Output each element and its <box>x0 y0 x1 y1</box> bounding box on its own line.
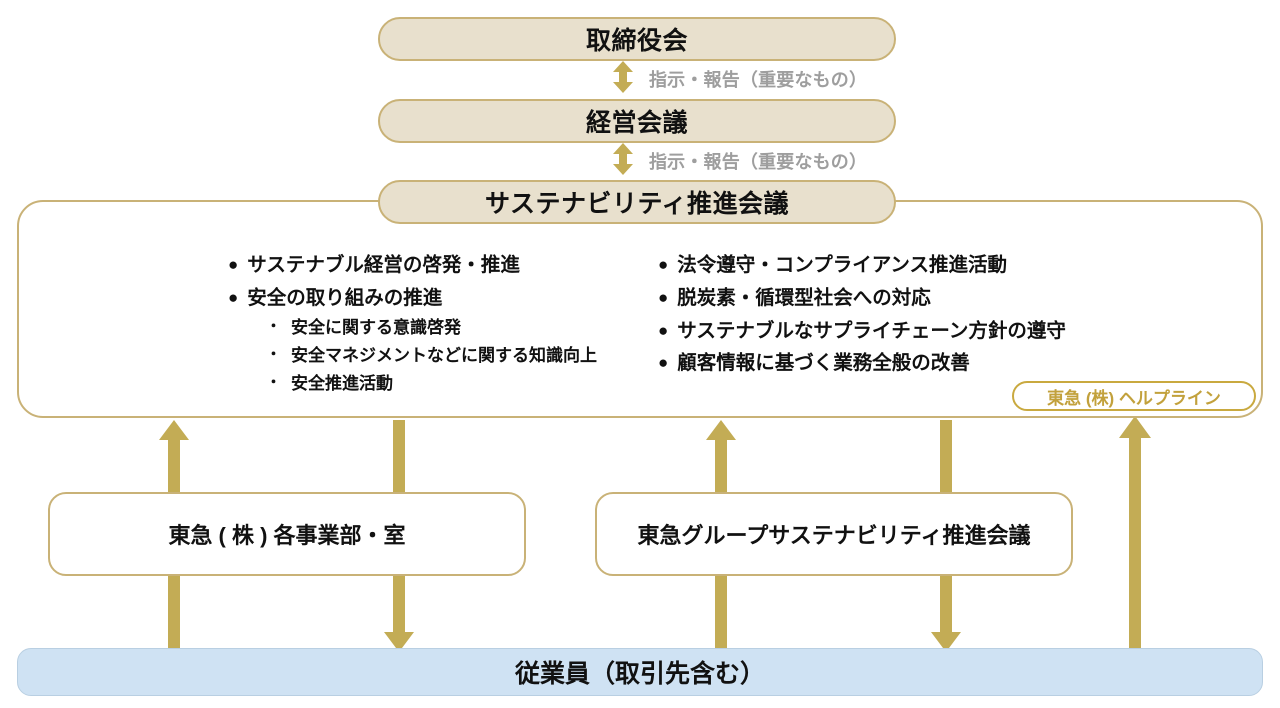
bullet-dot-icon: ● <box>658 287 669 307</box>
list-item-label: 安全の取り組みの推進 <box>247 286 443 309</box>
employees-label: 従業員（取引先含む） <box>514 660 765 688</box>
group-sustainability-committee-label: 東急グループサステナビリティ推進会議 <box>637 523 1031 548</box>
committee-left-column: ● サステナブル経営の啓発・推進 ● 安全の取り組みの推進 ・ 安全に関する意識… <box>228 254 648 403</box>
list-item-label: 顧客情報に基づく業務全般の改善 <box>677 352 970 375</box>
bullet-small-dot-icon: ・ <box>266 346 282 364</box>
committee-right-column: ● 法令遵守・コンプライアンス推進活動 ● 脱炭素・循環型社会への対応 ● サス… <box>658 254 1128 386</box>
sustainability-committee-label: サステナビリティ推進会議 <box>484 190 789 218</box>
sub-list-item: ・ 安全マネジメントなどに関する知識向上 <box>266 346 648 366</box>
list-item: ● サステナブルなサプライチェーン方針の遵守 <box>658 319 1128 343</box>
board-of-directors-box: 取締役会 <box>378 17 896 61</box>
arrow-up-employees-to-helpline <box>1118 416 1152 652</box>
management-meeting-label: 経営会議 <box>585 109 688 137</box>
business-divisions-label: 東急 ( 株 ) 各事業部・室 <box>168 523 406 548</box>
business-divisions-box: 東急 ( 株 ) 各事業部・室 <box>48 492 526 576</box>
bullet-dot-icon: ● <box>658 353 669 373</box>
helpline-label: 東急 (株) ヘルプライン <box>1047 388 1221 408</box>
sub-list-item-label: 安全に関する意識啓発 <box>291 317 462 337</box>
group-sustainability-committee-box: 東急グループサステナビリティ推進会議 <box>595 492 1073 576</box>
list-item: ● 顧客情報に基づく業務全般の改善 <box>658 353 1128 375</box>
employees-box: 従業員（取引先含む） <box>17 648 1263 696</box>
bullet-dot-icon: ● <box>658 320 669 340</box>
flow-board-management-label: 指示・報告（重要なもの） <box>649 70 868 90</box>
sub-list-item-label: 安全推進活動 <box>291 374 394 394</box>
double-vertical-arrow-icon <box>611 60 635 98</box>
sustainability-committee-box: サステナビリティ推進会議 <box>378 180 896 224</box>
bullet-dot-icon: ● <box>228 255 239 274</box>
helpline-badge: 東急 (株) ヘルプライン <box>1012 381 1256 411</box>
sub-list-item: ・ 安全に関する意識啓発 <box>266 318 648 338</box>
flow-board-management: 指示・報告（重要なもの） <box>611 60 868 98</box>
double-vertical-arrow-icon <box>611 142 635 180</box>
management-meeting-box: 経営会議 <box>378 99 896 143</box>
list-item-label: サステナブル経営の啓発・推進 <box>247 254 520 276</box>
list-item: ● 安全の取り組みの推進 <box>228 286 648 310</box>
bullet-small-dot-icon: ・ <box>266 374 282 392</box>
list-item-label: サステナブルなサプライチェーン方針の遵守 <box>677 319 1066 342</box>
sub-list-item: ・ 安全推進活動 <box>266 374 648 394</box>
flow-management-sustainability-label: 指示・報告（重要なもの） <box>649 152 868 172</box>
sub-list-item-label: 安全マネジメントなどに関する知識向上 <box>291 346 598 366</box>
bullet-dot-icon: ● <box>228 287 239 307</box>
list-item: ● サステナブル経営の啓発・推進 <box>228 254 648 277</box>
list-item: ● 脱炭素・循環型社会への対応 <box>658 286 1128 310</box>
committee-left-sublist: ・ 安全に関する意識啓発 ・ 安全マネジメントなどに関する知識向上 ・ 安全推進… <box>266 318 648 395</box>
board-of-directors-label: 取締役会 <box>585 27 688 55</box>
flow-management-sustainability: 指示・報告（重要なもの） <box>611 142 868 180</box>
list-item-label: 法令遵守・コンプライアンス推進活動 <box>677 254 1008 276</box>
bullet-small-dot-icon: ・ <box>266 317 282 335</box>
bullet-dot-icon: ● <box>658 255 669 274</box>
list-item-label: 脱炭素・循環型社会への対応 <box>677 286 931 309</box>
list-item: ● 法令遵守・コンプライアンス推進活動 <box>658 254 1128 277</box>
